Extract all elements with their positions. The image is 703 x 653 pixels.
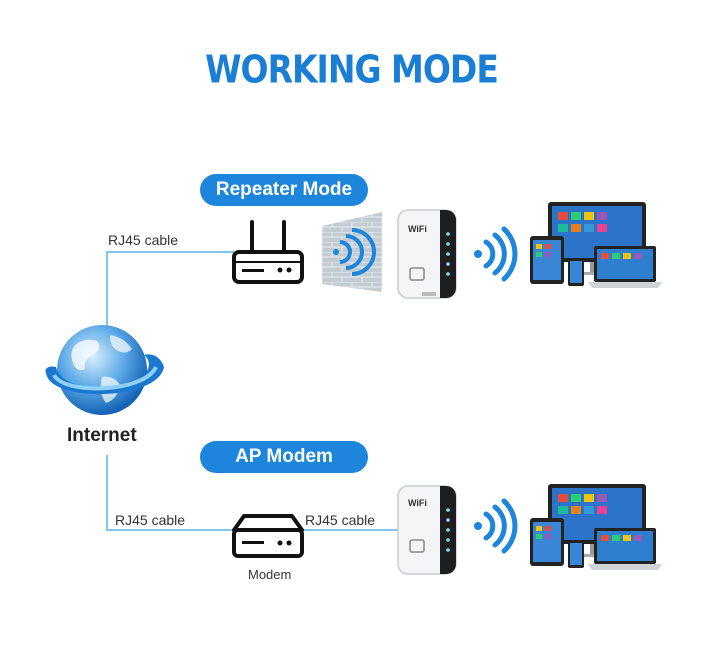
phone-icon	[568, 540, 584, 568]
brick-wall-icon	[322, 212, 382, 292]
ap-mode-badge: AP Modem	[200, 441, 368, 473]
wire-left-bottom	[106, 455, 108, 530]
wire-modem-repeater	[300, 529, 400, 531]
laptop-icon	[588, 246, 662, 288]
devices-top-group	[530, 202, 662, 288]
laptop-icon	[588, 528, 662, 570]
tablet-icon	[530, 518, 564, 566]
cable-label-bottom-left: RJ45 cable	[115, 512, 186, 528]
phone-icon	[568, 258, 584, 286]
repeater-bottom-brand: WiFi	[408, 498, 427, 508]
devices-bottom-group	[530, 484, 662, 570]
router-icon	[232, 220, 304, 284]
repeater-top-brand: WiFi	[408, 224, 427, 234]
cable-label-bottom-right: RJ45 cable	[305, 512, 376, 528]
cable-label-top: RJ45 cable	[108, 232, 179, 248]
modem-icon	[232, 514, 304, 558]
wire-top	[106, 251, 234, 253]
wifi-waves-icon	[474, 226, 518, 282]
repeater-icon	[397, 209, 457, 299]
internet-label: Internet	[67, 425, 137, 446]
wire-left-top	[106, 251, 108, 331]
wire-bottom	[106, 529, 234, 531]
repeater-bottom-icon	[397, 485, 457, 575]
modem-label: Modem	[248, 567, 292, 582]
page-title: WORKING MODE	[205, 47, 499, 92]
repeater-mode-badge: Repeater Mode	[200, 174, 368, 206]
wifi-waves-bottom-icon	[474, 498, 518, 554]
globe-icon	[45, 325, 164, 415]
tablet-icon	[530, 236, 564, 284]
